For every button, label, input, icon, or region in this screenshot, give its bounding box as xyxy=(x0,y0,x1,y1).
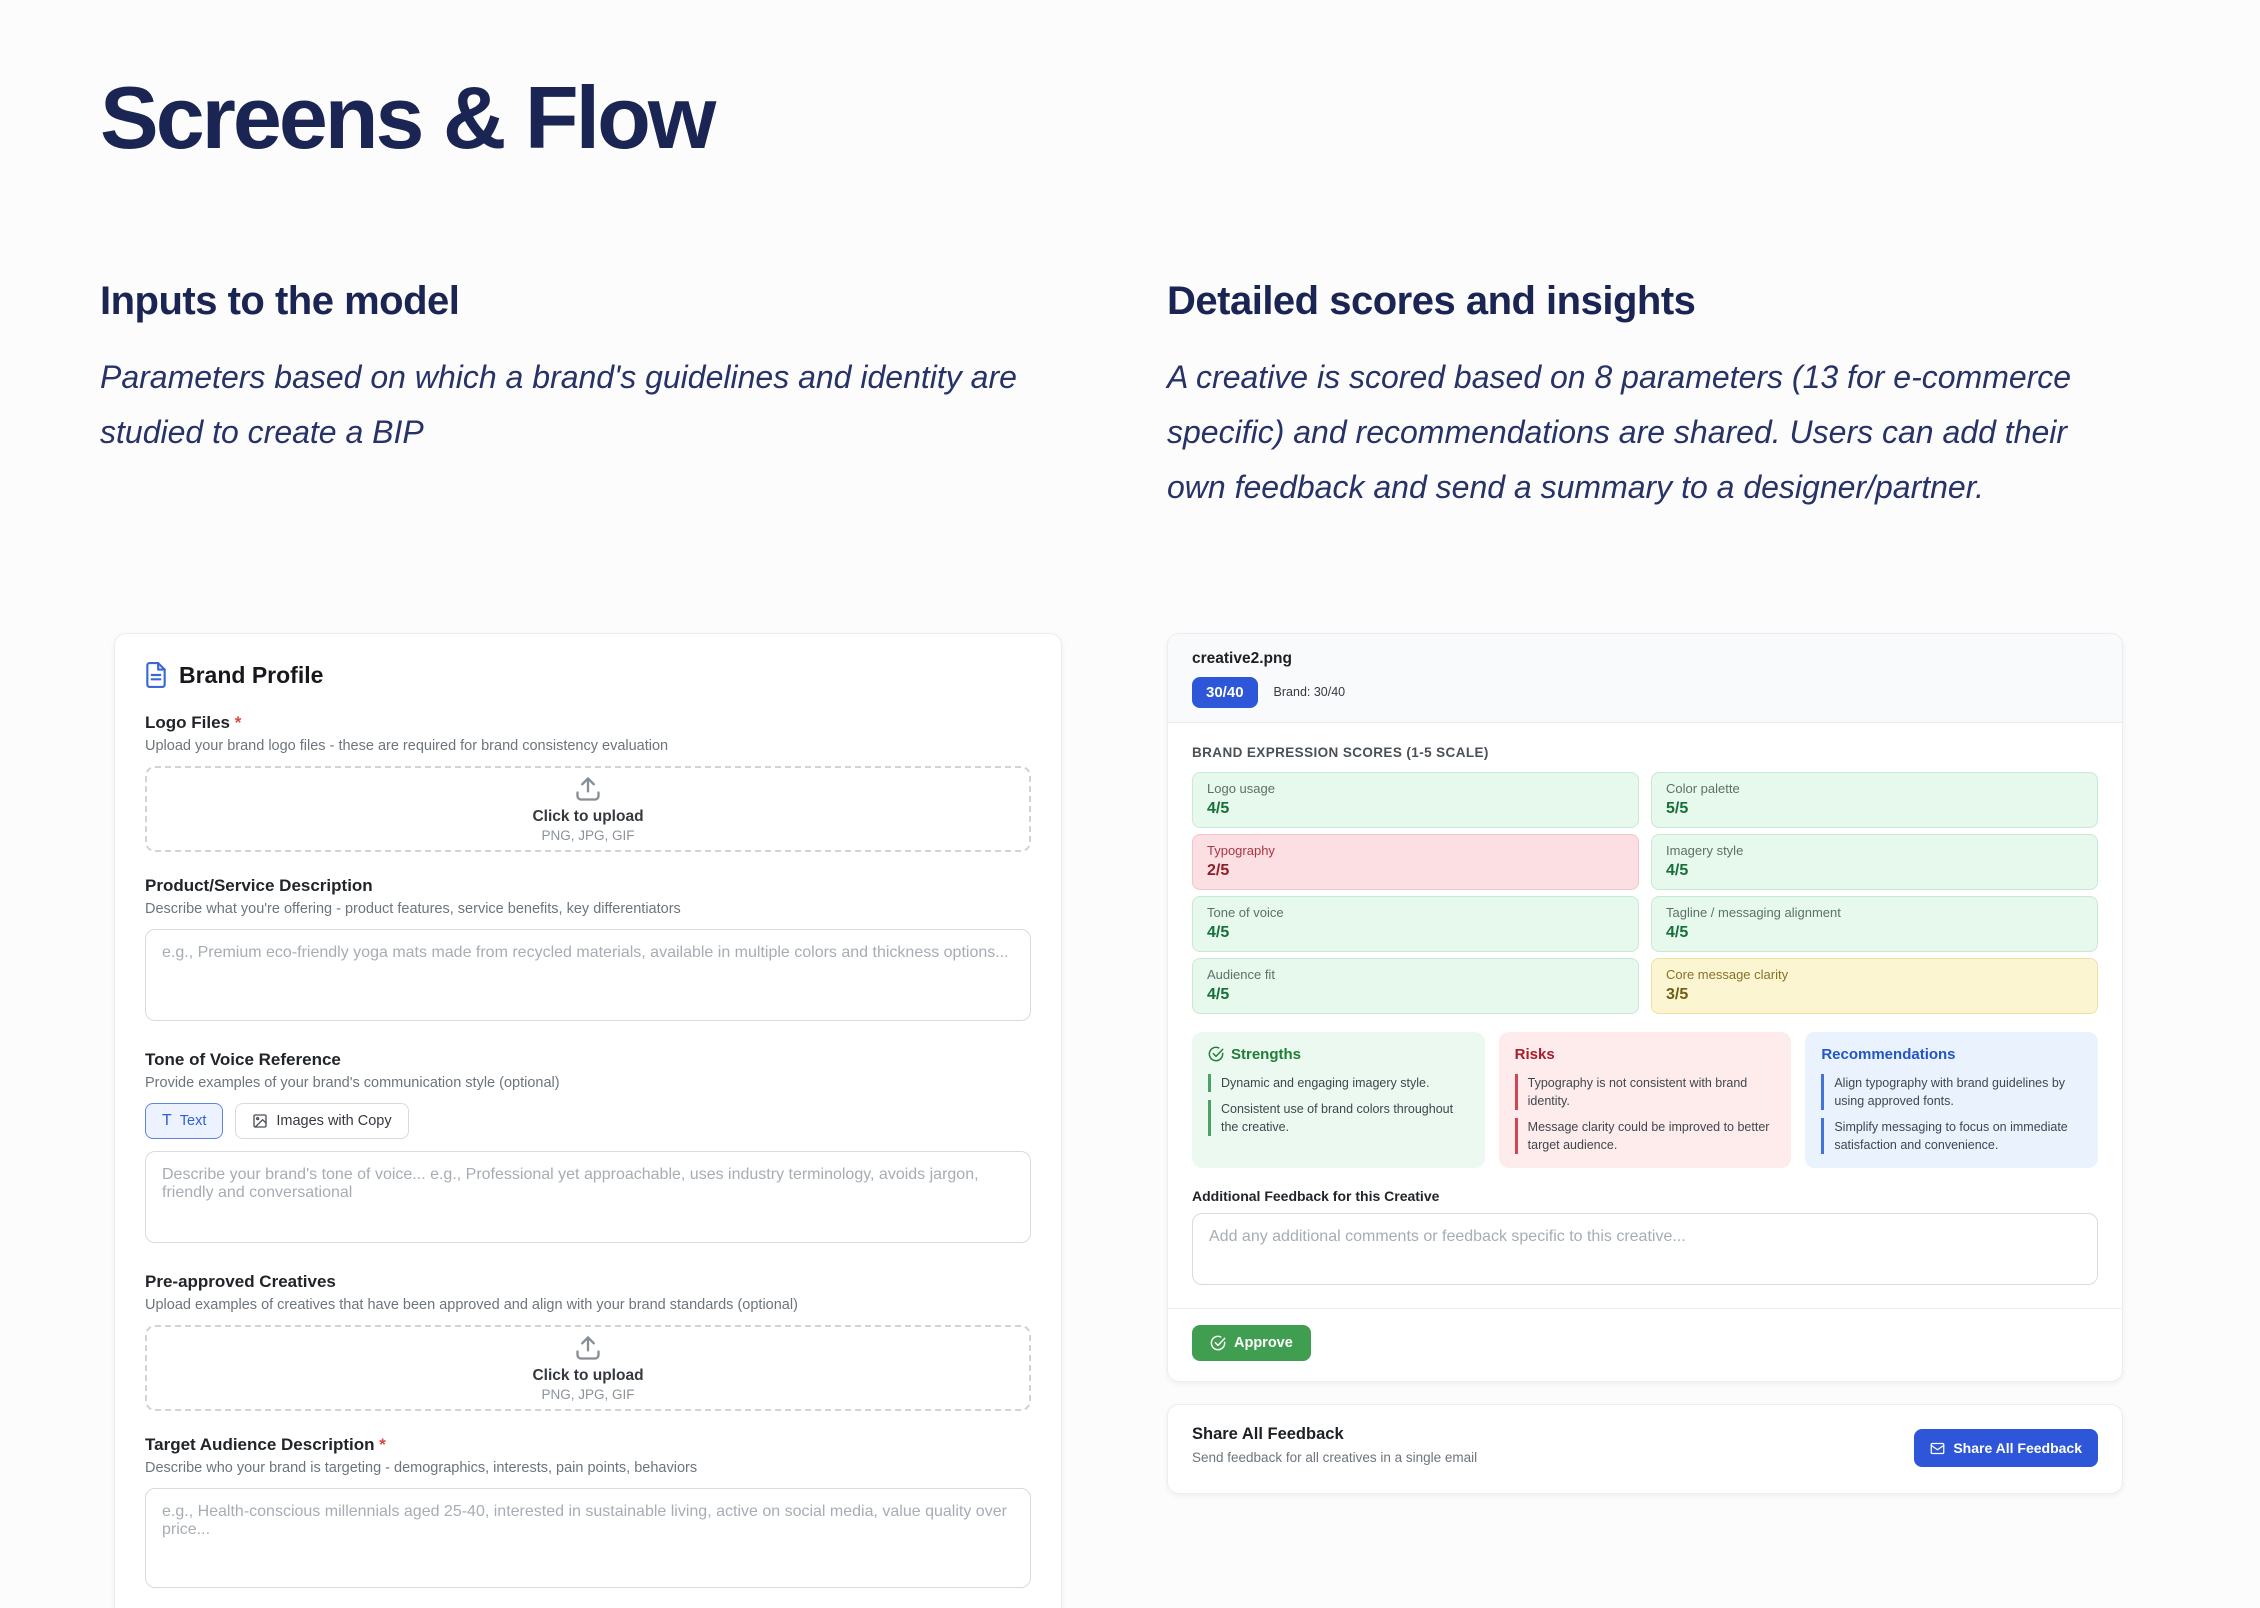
total-score-badge: 30/40 xyxy=(1192,676,1258,708)
required-asterisk: * xyxy=(379,1434,386,1454)
strengths-panel: Strengths Dynamic and engaging imagery s… xyxy=(1192,1031,1485,1169)
product-description-label: Product/Service Description xyxy=(145,875,373,895)
pre-approved-label: Pre-approved Creatives xyxy=(145,1271,336,1291)
risk-item: Typography is not consistent with brand … xyxy=(1514,1073,1776,1111)
logo-files-field: Logo Files * Upload your brand logo file… xyxy=(145,713,1031,852)
creative-filename: creative2.png xyxy=(1192,649,1292,667)
risks-panel: Risks Typography is not consistent with … xyxy=(1498,1031,1792,1169)
scores-section-heading: BRAND EXPRESSION SCORES (1-5 SCALE) xyxy=(1192,744,1489,760)
tone-of-voice-label: Tone of Voice Reference xyxy=(145,1049,341,1069)
share-title: Share All Feedback xyxy=(1192,1425,1344,1444)
approve-button[interactable]: Approve xyxy=(1192,1325,1311,1362)
score-tile-audience-fit: Audience fit 4/5 xyxy=(1192,957,1639,1014)
tone-images-tab[interactable]: Images with Copy xyxy=(235,1102,409,1139)
brand-profile-card: Brand Profile Logo Files * Upload your b… xyxy=(114,632,1062,1608)
pre-approved-field: Pre-approved Creatives Upload examples o… xyxy=(145,1272,1031,1411)
additional-feedback-input[interactable] xyxy=(1192,1213,2098,1286)
target-audience-hint: Describe who your brand is targeting - d… xyxy=(145,1459,698,1476)
right-section-description: A creative is scored based on 8 paramete… xyxy=(1167,358,2072,505)
required-asterisk: * xyxy=(234,712,242,732)
score-tile-logo-usage: Logo usage 4/5 xyxy=(1192,771,1639,828)
left-section-heading: Inputs to the model xyxy=(100,278,460,323)
right-section-heading: Detailed scores and insights xyxy=(1167,278,1696,323)
pre-approved-upload-dropzone[interactable]: Click to upload PNG, JPG, GIF xyxy=(145,1324,1031,1411)
product-description-field: Product/Service Description Describe wha… xyxy=(145,876,1031,1026)
score-tile-tone-of-voice: Tone of voice 4/5 xyxy=(1192,895,1639,952)
brand-score-text: Brand: 30/40 xyxy=(1273,685,1346,700)
text-type-icon: T xyxy=(162,1111,172,1129)
target-audience-input[interactable] xyxy=(145,1487,1031,1588)
share-text-block: Share All Feedback Send feedback for all… xyxy=(1192,1425,1477,1465)
recommendation-item: Align typography with brand guidelines b… xyxy=(1821,1073,2082,1111)
score-tile-core-message-clarity: Core message clarity 3/5 xyxy=(1651,957,2098,1014)
score-tile-color-palette: Color palette 5/5 xyxy=(1651,771,2098,828)
insight-panels: Strengths Dynamic and engaging imagery s… xyxy=(1192,1031,2098,1169)
upload-text: Click to upload xyxy=(532,1366,644,1384)
document-icon xyxy=(145,662,167,689)
recommendation-item: Simplify messaging to focus on immediate… xyxy=(1821,1118,2082,1155)
target-audience-label: Target Audience Description * xyxy=(145,1434,386,1454)
tone-of-voice-hint: Provide examples of your brand's communi… xyxy=(145,1074,560,1091)
risks-title: Risks xyxy=(1514,1045,1555,1063)
check-circle-icon xyxy=(1210,1335,1226,1351)
logo-files-label: Logo Files * xyxy=(145,712,242,732)
upload-icon xyxy=(574,775,602,803)
risk-item: Message clarity could be improved to bet… xyxy=(1514,1118,1776,1155)
recommendations-title: Recommendations xyxy=(1821,1045,1956,1063)
review-footer: Approve xyxy=(1168,1308,2122,1362)
additional-feedback-label: Additional Feedback for this Creative xyxy=(1192,1188,1440,1205)
upload-formats: PNG, JPG, GIF xyxy=(541,1386,635,1402)
strength-item: Dynamic and engaging imagery style. xyxy=(1208,1073,1469,1093)
recommendations-panel: Recommendations Align typography with br… xyxy=(1805,1031,2098,1169)
logo-upload-dropzone[interactable]: Click to upload PNG, JPG, GIF xyxy=(145,765,1031,852)
upload-text: Click to upload xyxy=(532,807,644,825)
creative-review-card: creative2.png 30/40 Brand: 30/40 BRAND E… xyxy=(1167,632,2123,1383)
pre-approved-hint: Upload examples of creatives that have b… xyxy=(145,1296,798,1313)
brand-profile-header: Brand Profile xyxy=(145,662,1031,689)
left-section-description: Parameters based on which a brand's guid… xyxy=(100,358,1017,450)
share-subtitle: Send feedback for all creatives in a sin… xyxy=(1192,1450,1478,1466)
page-title: Screens & Flow xyxy=(100,68,716,167)
score-badge-row: 30/40 Brand: 30/40 xyxy=(1192,676,2098,708)
strength-item: Consistent use of brand colors throughou… xyxy=(1208,1100,1469,1137)
score-tile-typography: Typography 2/5 xyxy=(1192,833,1639,890)
share-all-feedback-button[interactable]: Share All Feedback xyxy=(1914,1429,2098,1468)
product-description-hint: Describe what you're offering - product … xyxy=(145,900,681,917)
score-tile-tagline-alignment: Tagline / messaging alignment 4/5 xyxy=(1651,895,2098,952)
tone-mode-toggle: T Text Images with Copy xyxy=(145,1102,1031,1139)
creative-review-header: creative2.png 30/40 Brand: 30/40 xyxy=(1168,633,2122,723)
upload-formats: PNG, JPG, GIF xyxy=(541,827,635,843)
score-tiles-grid: Logo usage 4/5 Color palette 5/5 Typogra… xyxy=(1192,771,2098,1014)
logo-files-hint: Upload your brand logo files - these are… xyxy=(145,737,669,754)
target-audience-field: Target Audience Description * Describe w… xyxy=(145,1435,1031,1593)
tone-text-tab[interactable]: T Text xyxy=(145,1102,224,1139)
product-description-input[interactable] xyxy=(145,928,1031,1021)
upload-icon xyxy=(574,1334,602,1362)
check-circle-icon xyxy=(1208,1046,1224,1062)
creative-review-body: BRAND EXPRESSION SCORES (1-5 SCALE) Logo… xyxy=(1168,723,2122,1382)
image-icon xyxy=(252,1113,268,1129)
score-tile-imagery-style: Imagery style 4/5 xyxy=(1651,833,2098,890)
two-column-layout: Inputs to the model Detailed scores and … xyxy=(100,279,2160,1608)
tone-of-voice-input[interactable] xyxy=(145,1150,1031,1243)
strengths-title: Strengths xyxy=(1208,1046,1469,1063)
share-all-feedback-card: Share All Feedback Send feedback for all… xyxy=(1167,1404,2123,1495)
tone-of-voice-field: Tone of Voice Reference Provide examples… xyxy=(145,1050,1031,1248)
envelope-icon xyxy=(1930,1441,1945,1456)
brand-profile-title: Brand Profile xyxy=(179,661,324,688)
